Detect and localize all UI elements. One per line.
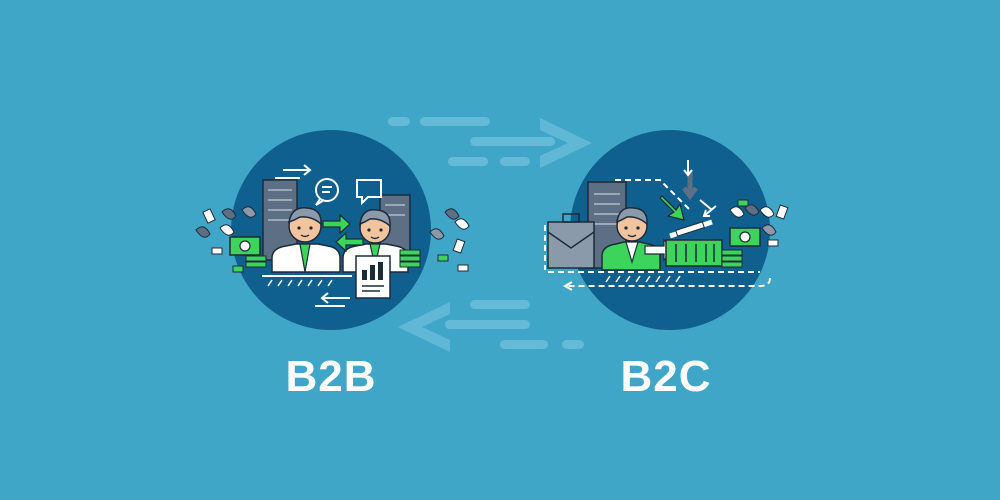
confetti xyxy=(729,199,789,247)
arrow-right-icon xyxy=(275,164,312,179)
confetti xyxy=(195,206,470,273)
arrow-left-icon xyxy=(398,300,584,352)
person-icon xyxy=(601,207,661,271)
briefcase-icon xyxy=(547,213,595,269)
chat-bubble-icon xyxy=(315,178,382,206)
b2b-label: B2B xyxy=(285,352,377,401)
b2c-illustration xyxy=(544,130,789,330)
b2c-label: B2C xyxy=(620,352,712,401)
arrow-right-icon xyxy=(388,117,592,168)
document-chart-icon xyxy=(355,255,391,299)
money-bill-icon xyxy=(721,227,761,268)
money-bill-icon xyxy=(229,236,421,268)
shopping-basket-icon xyxy=(665,219,723,267)
people-exchange-icon xyxy=(322,213,364,253)
arrow-left-icon xyxy=(315,292,350,307)
b2b-illustration xyxy=(195,130,470,330)
person-icon xyxy=(271,207,341,273)
